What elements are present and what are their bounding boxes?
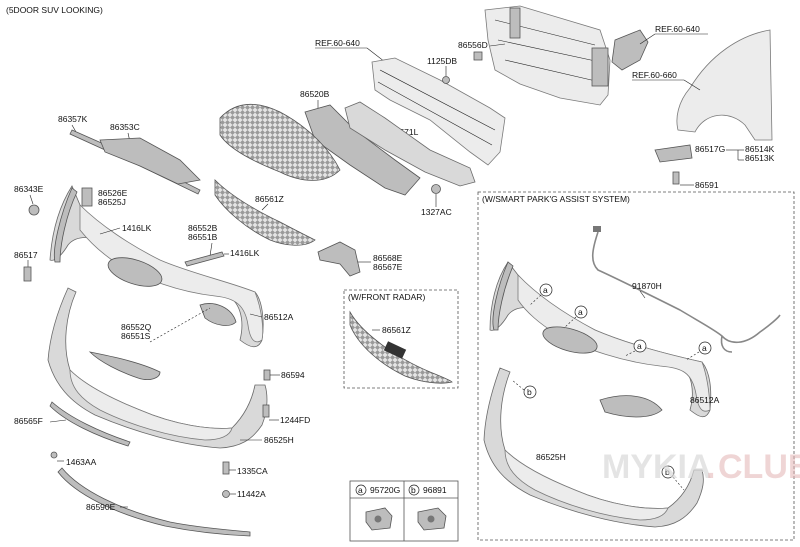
front-fender: [676, 29, 773, 141]
radiator-grille: [219, 103, 341, 181]
lower-strip: [49, 401, 131, 447]
label-86357K: 86357K: [58, 114, 88, 124]
ref-label-2: REF.60-660: [632, 70, 677, 80]
marker-a-3: a: [637, 341, 642, 351]
cap-86517: [23, 266, 32, 282]
label-86512A-b: 86512A: [690, 395, 720, 405]
label-1244FD: 1244FD: [280, 415, 310, 425]
clip-1463AA: [50, 451, 58, 459]
cover-86517G: [654, 144, 693, 163]
radar-lower-grille: [349, 310, 453, 384]
fog-garnish: [88, 351, 161, 380]
watermark-right: CLUB: [718, 448, 800, 486]
legend-marker-a: a: [358, 485, 363, 495]
label-86513K: 86513K: [745, 153, 775, 163]
label-86561Z-b: 86561Z: [382, 325, 411, 335]
label-86551S: 86551S: [121, 331, 151, 341]
label-86551B: 86551B: [188, 232, 218, 242]
bumper-foam: [344, 101, 476, 187]
side-bracket: [317, 241, 361, 277]
marker-a-2: a: [578, 307, 583, 317]
radiator-support-panel: [484, 5, 611, 106]
label-1335CA: 1335CA: [237, 466, 268, 476]
marker-a-1: a: [543, 285, 548, 295]
label-1416LK-a: 1416LK: [122, 223, 152, 233]
label-86561Z-a: 86561Z: [255, 194, 284, 204]
park-assist-bumper-cover: [489, 261, 712, 418]
label-86343E: 86343E: [14, 184, 44, 194]
label-86590E: 86590E: [86, 502, 116, 512]
label-86565F: 86565F: [14, 416, 43, 426]
label-86552Q: 86552Q: [121, 322, 152, 332]
watermark-left: MYKIA: [602, 448, 712, 486]
bracket-86526E: [81, 187, 93, 207]
lower-bumper-cover: [47, 287, 268, 449]
legend-part-b: 96891: [423, 485, 447, 495]
front-radar-box: [343, 289, 459, 389]
marker-b-1: b: [527, 387, 532, 397]
sensor-wiring-harness: [591, 226, 781, 353]
label-11442A: 11442A: [237, 489, 266, 499]
legend-marker-b: b: [411, 485, 416, 495]
label-86568E: 86568E: [373, 253, 403, 263]
park-assist-lower-cover: [483, 367, 704, 528]
sensor-95720G-icon: [365, 507, 393, 531]
clip-11442A: [222, 490, 230, 498]
energy-absorber: [304, 104, 421, 196]
label-86517G: 86517G: [695, 144, 725, 154]
fastener-86594: [263, 369, 271, 381]
label-86525H-b: 86525H: [536, 452, 566, 462]
label-86556D: 86556D: [458, 40, 488, 50]
legend-part-a: 95720G: [370, 485, 400, 495]
screw-1335CA: [222, 461, 230, 475]
clip-1327AC: [431, 184, 441, 194]
label-86512A-a: 86512A: [264, 312, 294, 322]
label-86526E: 86526E: [98, 188, 128, 198]
label-86552B: 86552B: [188, 223, 218, 233]
front-bumper-cover: [49, 185, 264, 348]
park-assist-title: (W/SMART PARK'G ASSIST SYSTEM): [482, 194, 630, 204]
cap-86343E: [28, 204, 40, 216]
label-86520B: 86520B: [300, 89, 330, 99]
label-86525J: 86525J: [98, 197, 126, 207]
diagram-title: (5DOOR SUV LOOKING): [6, 5, 103, 15]
marker-b-2: b: [665, 467, 670, 477]
label-86567E: 86567E: [373, 262, 403, 272]
label-1125DB: 1125DB: [427, 56, 457, 66]
fastener-86591: [672, 171, 680, 185]
bumper-beam: [371, 57, 506, 166]
label-86517: 86517: [14, 250, 38, 260]
ref-label-1: REF.60-640: [655, 24, 700, 34]
trim-strip: [184, 251, 225, 267]
label-86594: 86594: [281, 370, 305, 380]
park-assist-box: [477, 191, 795, 541]
label-86514K: 86514K: [745, 144, 775, 154]
label-86353C: 86353C: [110, 122, 140, 132]
label-1463AA: 1463AA: [66, 457, 97, 467]
upper-grille-cover: [99, 137, 201, 185]
label-91870H: 91870H: [632, 281, 662, 291]
marker-a-4: a: [702, 343, 707, 353]
bracket-96891-icon: [417, 507, 447, 531]
label-1416LK-b: 1416LK: [230, 248, 260, 258]
watermark-dot: .: [706, 448, 715, 486]
ref-label-0: REF.60-640: [315, 38, 360, 48]
label-1327AC: 1327AC: [421, 207, 452, 217]
lower-grille: [214, 179, 316, 246]
screw-1244FD: [262, 404, 270, 418]
headlamp-bracket: [611, 29, 649, 71]
label-86525H-a: 86525H: [264, 435, 294, 445]
label-86591: 86591: [695, 180, 719, 190]
front-radar-title: (W/FRONT RADAR): [348, 292, 425, 302]
